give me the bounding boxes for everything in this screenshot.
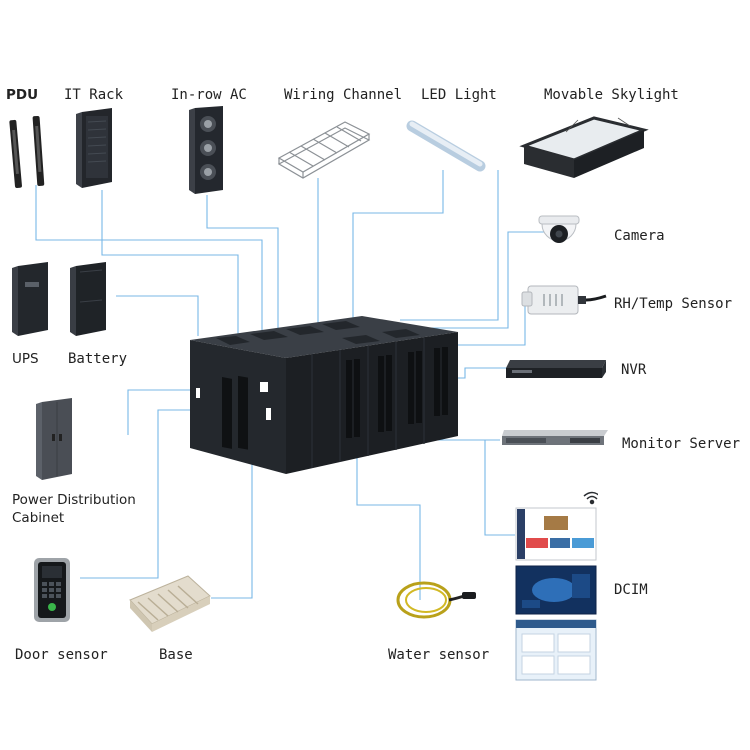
label-power-distribution-line1: Power Distribution [12, 492, 136, 508]
label-pdu: PDU [6, 87, 39, 103]
door-sensor-image [32, 556, 72, 624]
label-rh-temp-sensor: RH/Temp Sensor [614, 296, 733, 312]
label-led-light: LED Light [421, 87, 497, 103]
label-water-sensor: Water sensor [388, 647, 490, 663]
wifi-icon [583, 491, 601, 505]
label-movable-skylight: Movable Skylight [544, 87, 679, 103]
label-ups: UPS [12, 351, 39, 367]
water-sensor-image [394, 576, 482, 622]
dcim-screens [514, 488, 601, 684]
battery-image [68, 262, 110, 336]
label-camera: Camera [614, 228, 665, 244]
label-dcim: DCIM [614, 582, 648, 598]
rh-temp-sensor-image [518, 282, 608, 322]
label-wiring-channel: Wiring Channel [284, 87, 403, 103]
wiring-channel-image [275, 118, 373, 180]
label-nvr: NVR [621, 362, 647, 378]
inrow-ac-image [187, 106, 227, 194]
base-image [128, 574, 212, 634]
led-light-image [404, 118, 490, 174]
modular-data-center-image [182, 312, 464, 480]
pdu-image [8, 112, 52, 190]
movable-skylight-image [518, 112, 650, 182]
label-power-distribution-line2: Cabinet [12, 510, 65, 526]
monitor-server-image [500, 428, 610, 448]
camera-image [536, 212, 582, 252]
label-monitor-server: Monitor Server [622, 436, 741, 452]
it-rack-image [76, 108, 116, 190]
ups-image [10, 262, 52, 336]
label-door-sensor: Door sensor [15, 647, 108, 663]
label-inrow-ac: In-row AC [171, 87, 247, 103]
label-base: Base [159, 647, 193, 663]
power-distribution-cabinet-image [36, 398, 76, 480]
nvr-image [504, 358, 608, 382]
label-it-rack: IT Rack [64, 87, 124, 103]
label-battery: Battery [68, 351, 128, 367]
